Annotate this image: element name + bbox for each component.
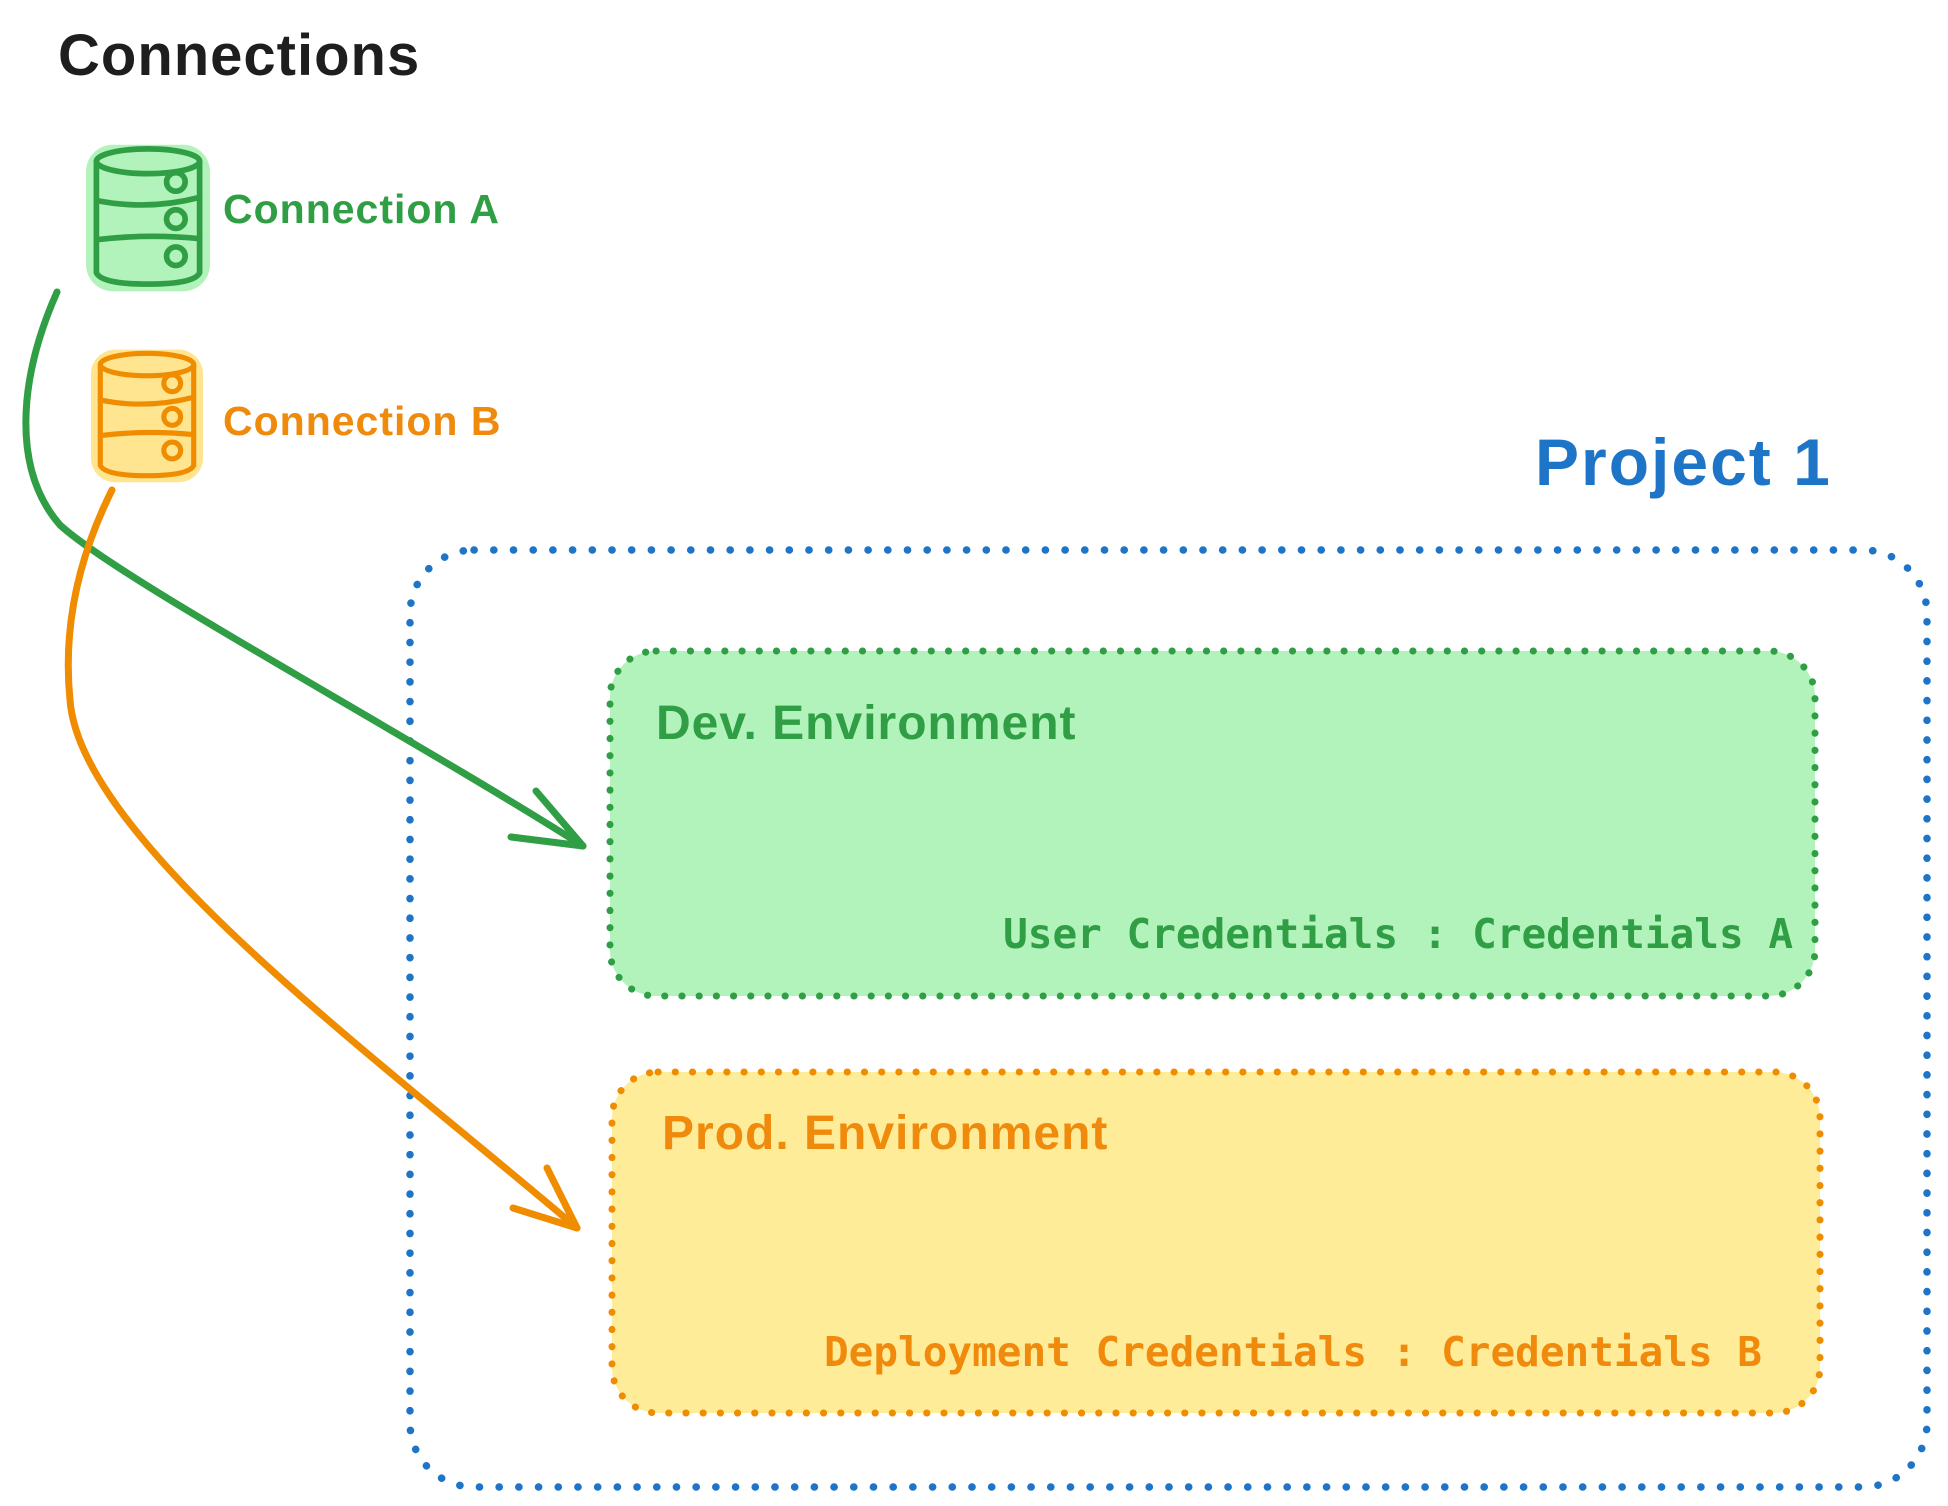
prod-environment-credentials: Deployment Credentials : Credentials B xyxy=(824,1328,1762,1376)
dev-environment-credentials: User Credentials : Credentials A xyxy=(1003,910,1793,958)
connection-b-database-icon xyxy=(90,349,204,483)
connection-a-database-icon xyxy=(86,144,210,292)
prod-environment-box xyxy=(608,1068,1824,1417)
prod-environment-title: Prod. Environment xyxy=(662,1107,1109,1160)
connections-panel-title: Connections xyxy=(58,23,421,88)
project-boundary-box xyxy=(406,546,1931,1491)
connection-b-to-prod-arrow xyxy=(64,486,581,1232)
dev-environment-box xyxy=(606,647,1819,1000)
project-title: Project 1 xyxy=(1535,425,1832,499)
connection-b-label: Connection B xyxy=(223,398,502,444)
connection-a-label: Connection A xyxy=(223,186,500,232)
dev-environment-title: Dev. Environment xyxy=(656,697,1077,750)
